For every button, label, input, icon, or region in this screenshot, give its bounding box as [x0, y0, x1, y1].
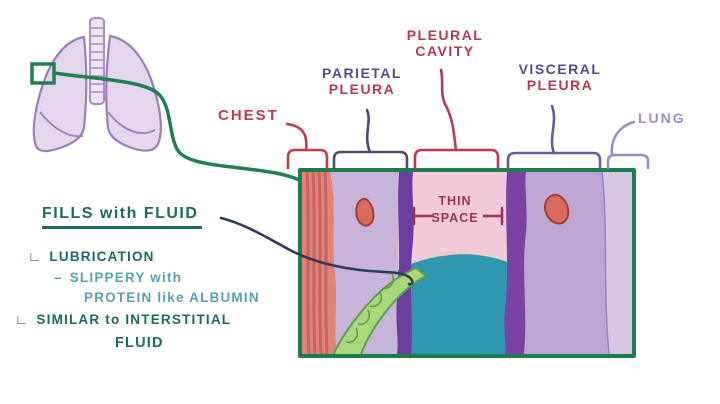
label-parietal-line2: PLEURA [328, 81, 396, 98]
label-visceral-line2: PLEURA [526, 77, 594, 94]
stem-pleural-cavity [439, 68, 458, 152]
note-item-slippery: –SLIPPERY with [54, 270, 182, 285]
thin-space-measure-marks [412, 206, 504, 226]
thin-space-annotation: THIN SPACE [423, 193, 487, 227]
note-text: LUBRICATION [49, 249, 155, 264]
left-lung [32, 35, 88, 153]
lung-inner-region [602, 172, 632, 354]
label-visceral-pleura: VISCERAL PLEURA [516, 61, 604, 93]
label-parietal-line1: PARIETAL [322, 65, 402, 81]
lungs-thumbnail-icon [32, 17, 162, 153]
label-lung: LUNG [638, 110, 686, 126]
right-lung-fissure [107, 111, 156, 134]
label-cavity-line1: PLEURAL [406, 27, 484, 43]
pleural-fluid-region [398, 254, 518, 354]
label-cavity-line2: CAVITY [415, 43, 475, 60]
trachea-rings [91, 27, 103, 93]
note-item-lubrication: ∟ LUBRICATION [28, 249, 155, 264]
note-item-protein-albumin: PROTEIN like ALBUMIN [84, 290, 260, 305]
lung-boundary-line [601, 172, 610, 354]
note-text: PROTEIN like ALBUMIN [84, 290, 260, 305]
label-parietal-pleura: PARIETAL PLEURA [318, 65, 406, 97]
inset-connector-line [52, 71, 301, 182]
stem-parietal-pleura [365, 108, 372, 154]
label-chest: CHEST [218, 107, 279, 124]
label-visceral-line1: VISCERAL [518, 61, 602, 77]
note-bullet-icon: ∟ [15, 312, 30, 327]
note-bullet-icon: ∟ [28, 249, 43, 264]
stem-chest [285, 122, 308, 152]
visceral-pleura-membrane [504, 172, 527, 354]
bracket-chest [286, 148, 329, 170]
capillary-blob-right [544, 193, 570, 225]
bracket-pleural-cavity [413, 148, 500, 170]
bracket-visceral-pleura [506, 151, 602, 170]
left-lung-fissure [39, 111, 84, 138]
note-item-fluid: FLUID [115, 335, 164, 351]
stem-lung [610, 120, 636, 157]
note-title-fills-with-fluid: FILLS with FLUID [42, 205, 203, 229]
trachea [89, 17, 105, 105]
note-dash-icon: – [54, 270, 63, 285]
thin-space-line1: THIN [438, 194, 472, 208]
note-text: SLIPPERY with [69, 270, 183, 285]
right-lung [105, 34, 162, 152]
thin-space-line2: SPACE [431, 210, 479, 225]
label-pleural-cavity: PLEURAL CAVITY [402, 27, 488, 59]
bracket-parietal-pleura [332, 150, 409, 170]
stem-visceral-pleura [550, 104, 556, 155]
bracket-lung [606, 153, 650, 170]
note-text: SIMILAR to INTERSTITIAL [36, 312, 232, 327]
inset-highlight-box [30, 62, 56, 85]
note-item-similar-interstitial: ∟ SIMILAR to INTERSTITIAL [15, 312, 231, 327]
note-text: FLUID [115, 335, 164, 351]
